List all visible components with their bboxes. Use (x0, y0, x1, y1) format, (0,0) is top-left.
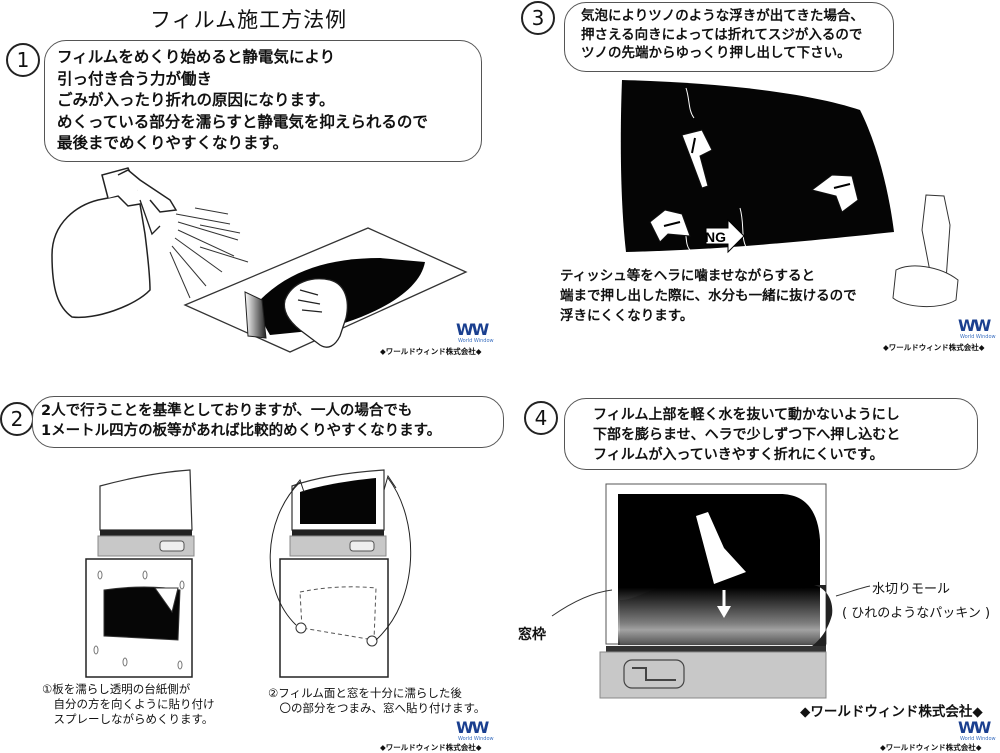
step4-line: フィルムが入っていきやすく折れにくいです。 (593, 447, 884, 463)
step3-line: 押さえる向きによっては折れてスジが入るので (581, 26, 863, 43)
step2-caption-right: ②フィルム面と窓を十分に濡らした後 〇の部分をつまみ、窓へ貼り付けます。 (268, 686, 485, 716)
step4-bubble: フィルム上部を軽く水を抜いて動かないようにし 下部を膨らませ、ヘラで少しずつ下へ… (564, 398, 978, 470)
logo-subtitle: World Window (960, 334, 996, 340)
step4-illustration (551, 483, 871, 699)
window-frame-label: 窓枠 (518, 627, 546, 643)
hand-icon (283, 278, 348, 348)
company-name-small: ◆ワールドウィンド株式会社◆ (380, 347, 482, 356)
ng-arrow (705, 218, 745, 254)
squeegee-tissue-icon (892, 194, 959, 308)
step2-line: 1メートル四方の板等があれば比較的めくりやすくなります。 (41, 423, 442, 439)
page-title: フィルム施工方法例 (150, 8, 348, 32)
company-name-small: ◆ワールドウィンド株式会社◆ (883, 343, 985, 352)
caption-line: ②フィルム面と窓を十分に濡らした後 (268, 686, 462, 700)
spray-bottle-icon (51, 167, 178, 319)
step-number-3: 3 (521, 1, 555, 35)
step3-note-line: ティッシュ等をヘラに噛ませながらすると (560, 268, 816, 284)
caption-line: ①板を濡らし透明の台紙側が (42, 682, 191, 696)
step3-note: ティッシュ等をヘラに噛ませながらすると 端まで押し出した際に、水分も一緒に抜ける… (560, 266, 857, 326)
step1-bubble: フィルムをめくり始めると静電気により 引っ付き合う力が働き ごみが入ったり折れの… (44, 40, 482, 162)
step2-caption-left: ①板を濡らし透明の台紙側が 自分の方を向くように貼り付け スプレーしながらめくり… (42, 682, 215, 727)
step-number-1: 1 (6, 43, 40, 77)
logo-icon: WW (456, 718, 489, 737)
step3-illustration: NG (620, 80, 959, 308)
step1-line: フィルムをめくり始めると静電気により (57, 48, 336, 66)
company-name-large: ◆ワールドウィンド株式会社◆ (800, 704, 983, 720)
spray-mist (169, 207, 249, 299)
company-name-small: ◆ワールドウィンド株式会社◆ (880, 743, 982, 752)
weatherstrip-note: ( ひれのようなパッキン ) (842, 606, 991, 621)
logo-icon: WW (456, 320, 489, 339)
caption-line: 〇の部分をつまみ、窓へ貼り付けます。 (268, 701, 486, 715)
step3-note-line: 端まで押し出した際に、水分も一緒に抜けるので (560, 288, 857, 304)
logo-subtitle: World Window (960, 736, 996, 742)
step1-line: めくっている部分を濡らすと静電気を抑えられるので (57, 112, 428, 131)
step2-illustration-left (85, 469, 195, 678)
caption-line: 自分の方を向くように貼り付け (42, 697, 215, 711)
step2-illustration-right (269, 469, 412, 678)
step4-line: フィルム上部を軽く水を抜いて動かないようにし (593, 407, 900, 423)
caption-line: スプレーしながらめくります。 (42, 712, 214, 726)
step3-bubble: 気泡によりツノのような浮きが出てきた場合、 押さえる向きによっては折れてスジが入… (564, 2, 894, 72)
step-number-2: 2 (0, 402, 34, 436)
step1-line: 最後までめくりやすくなります。 (57, 134, 288, 152)
step4-line: 下部を膨らませ、ヘラで少しずつ下へ押し込むと (593, 427, 901, 443)
step1-line: ごみが入ったり折れの原因になります。 (57, 91, 335, 109)
ng-label: NG (705, 229, 726, 245)
step-number-4: 4 (524, 401, 558, 435)
logo-subtitle: World Window (458, 736, 494, 742)
step2-bubble: 2人で行うことを基準としておりますが、一人の場合でも 1メートル四方の板等があれ… (32, 396, 504, 448)
company-name-small: ◆ワールドウィンド株式会社◆ (380, 743, 482, 752)
logo-icon: WW (958, 316, 991, 335)
step1-illustration (51, 167, 468, 353)
step3-line: ツノの先端からゆっくり押し出して下さい。 (581, 45, 851, 61)
step3-line: 気泡によりツノのような浮きが出てきた場合、 (581, 8, 864, 24)
logo-subtitle: World Window (458, 338, 494, 344)
step2-line: 2人で行うことを基準としておりますが、一人の場合でも (41, 403, 413, 419)
logo-icon: WW (958, 718, 991, 737)
step3-note-line: 浮きにくくなります。 (560, 308, 694, 324)
step1-line: 引っ付き合う力が働き (57, 69, 213, 88)
window-film (620, 80, 894, 252)
weatherstrip-label: 水切りモール (872, 582, 951, 597)
